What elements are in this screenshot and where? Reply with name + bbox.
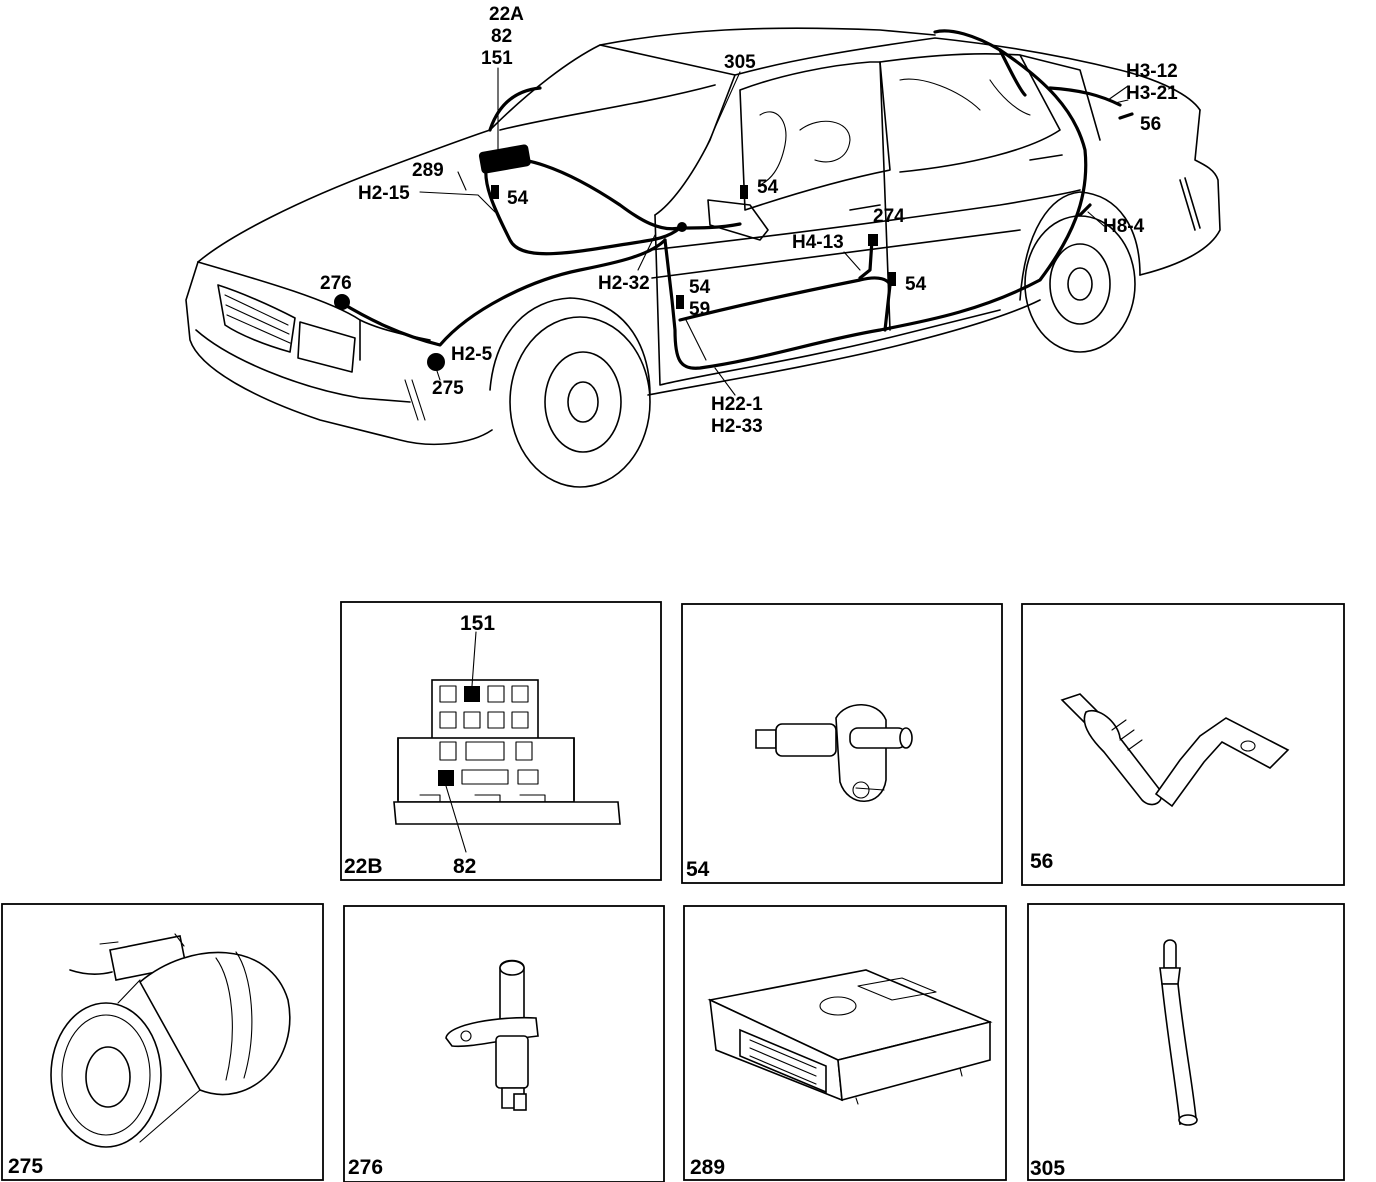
callout-151: 151 [481, 48, 513, 69]
panel-289: 289 [683, 905, 1007, 1181]
callout-82: 82 [491, 26, 512, 47]
callout-54-c: 54 [689, 277, 711, 298]
callout-h22-1: H22-1 [711, 394, 763, 415]
panel-275: 275 [1, 903, 324, 1181]
panel-289-label: 289 [690, 1156, 725, 1179]
panel-56: 56 [1021, 603, 1345, 886]
callout-h4-13: H4-13 [792, 232, 844, 253]
callout-305: 305 [724, 52, 756, 73]
callout-56: 56 [1140, 114, 1161, 135]
callout-h2-5: H2-5 [451, 344, 493, 365]
car-illustration [185, 27, 1221, 488]
panel-305: 305 [1027, 903, 1345, 1181]
leader-lines [419, 67, 1129, 396]
panel-22b: 151 82 22B [340, 601, 662, 881]
callout-h2-15: H2-15 [358, 183, 410, 204]
callout-h2-33: H2-33 [711, 416, 763, 437]
callout-h3-12: H3-12 [1126, 61, 1178, 82]
callout-289: 289 [412, 160, 444, 181]
callout-54-d: 54 [905, 274, 927, 295]
panel-56-label: 56 [1030, 850, 1053, 873]
callout-h2-32: H2-32 [598, 273, 650, 294]
panel-305-label: 305 [1030, 1157, 1065, 1180]
panel-22b-label: 22B [344, 855, 383, 878]
panel-22b-callout-82: 82 [453, 855, 476, 878]
callout-275: 275 [432, 378, 464, 399]
callout-22a: 22A [489, 4, 524, 25]
callout-59: 59 [689, 299, 710, 320]
panel-54-label: 54 [686, 858, 710, 881]
panel-276-label: 276 [348, 1156, 383, 1179]
callout-276: 276 [320, 273, 352, 294]
callout-274: 274 [873, 206, 905, 227]
connector-marks [334, 112, 1134, 371]
callout-54-b: 54 [757, 177, 779, 198]
callout-h8-4: H8-4 [1103, 216, 1145, 237]
panel-276: 276 [343, 905, 665, 1182]
callout-h3-21: H3-21 [1126, 83, 1178, 104]
wiring-harness [338, 29, 1122, 370]
callout-54-a: 54 [507, 188, 529, 209]
panel-275-label: 275 [8, 1155, 43, 1178]
callout-labels: 22A 82 151 305 289 H2-15 54 54 274 H4-13… [320, 4, 1178, 437]
panel-54: 54 [681, 603, 1003, 884]
panel-22b-callout-151: 151 [460, 612, 495, 635]
